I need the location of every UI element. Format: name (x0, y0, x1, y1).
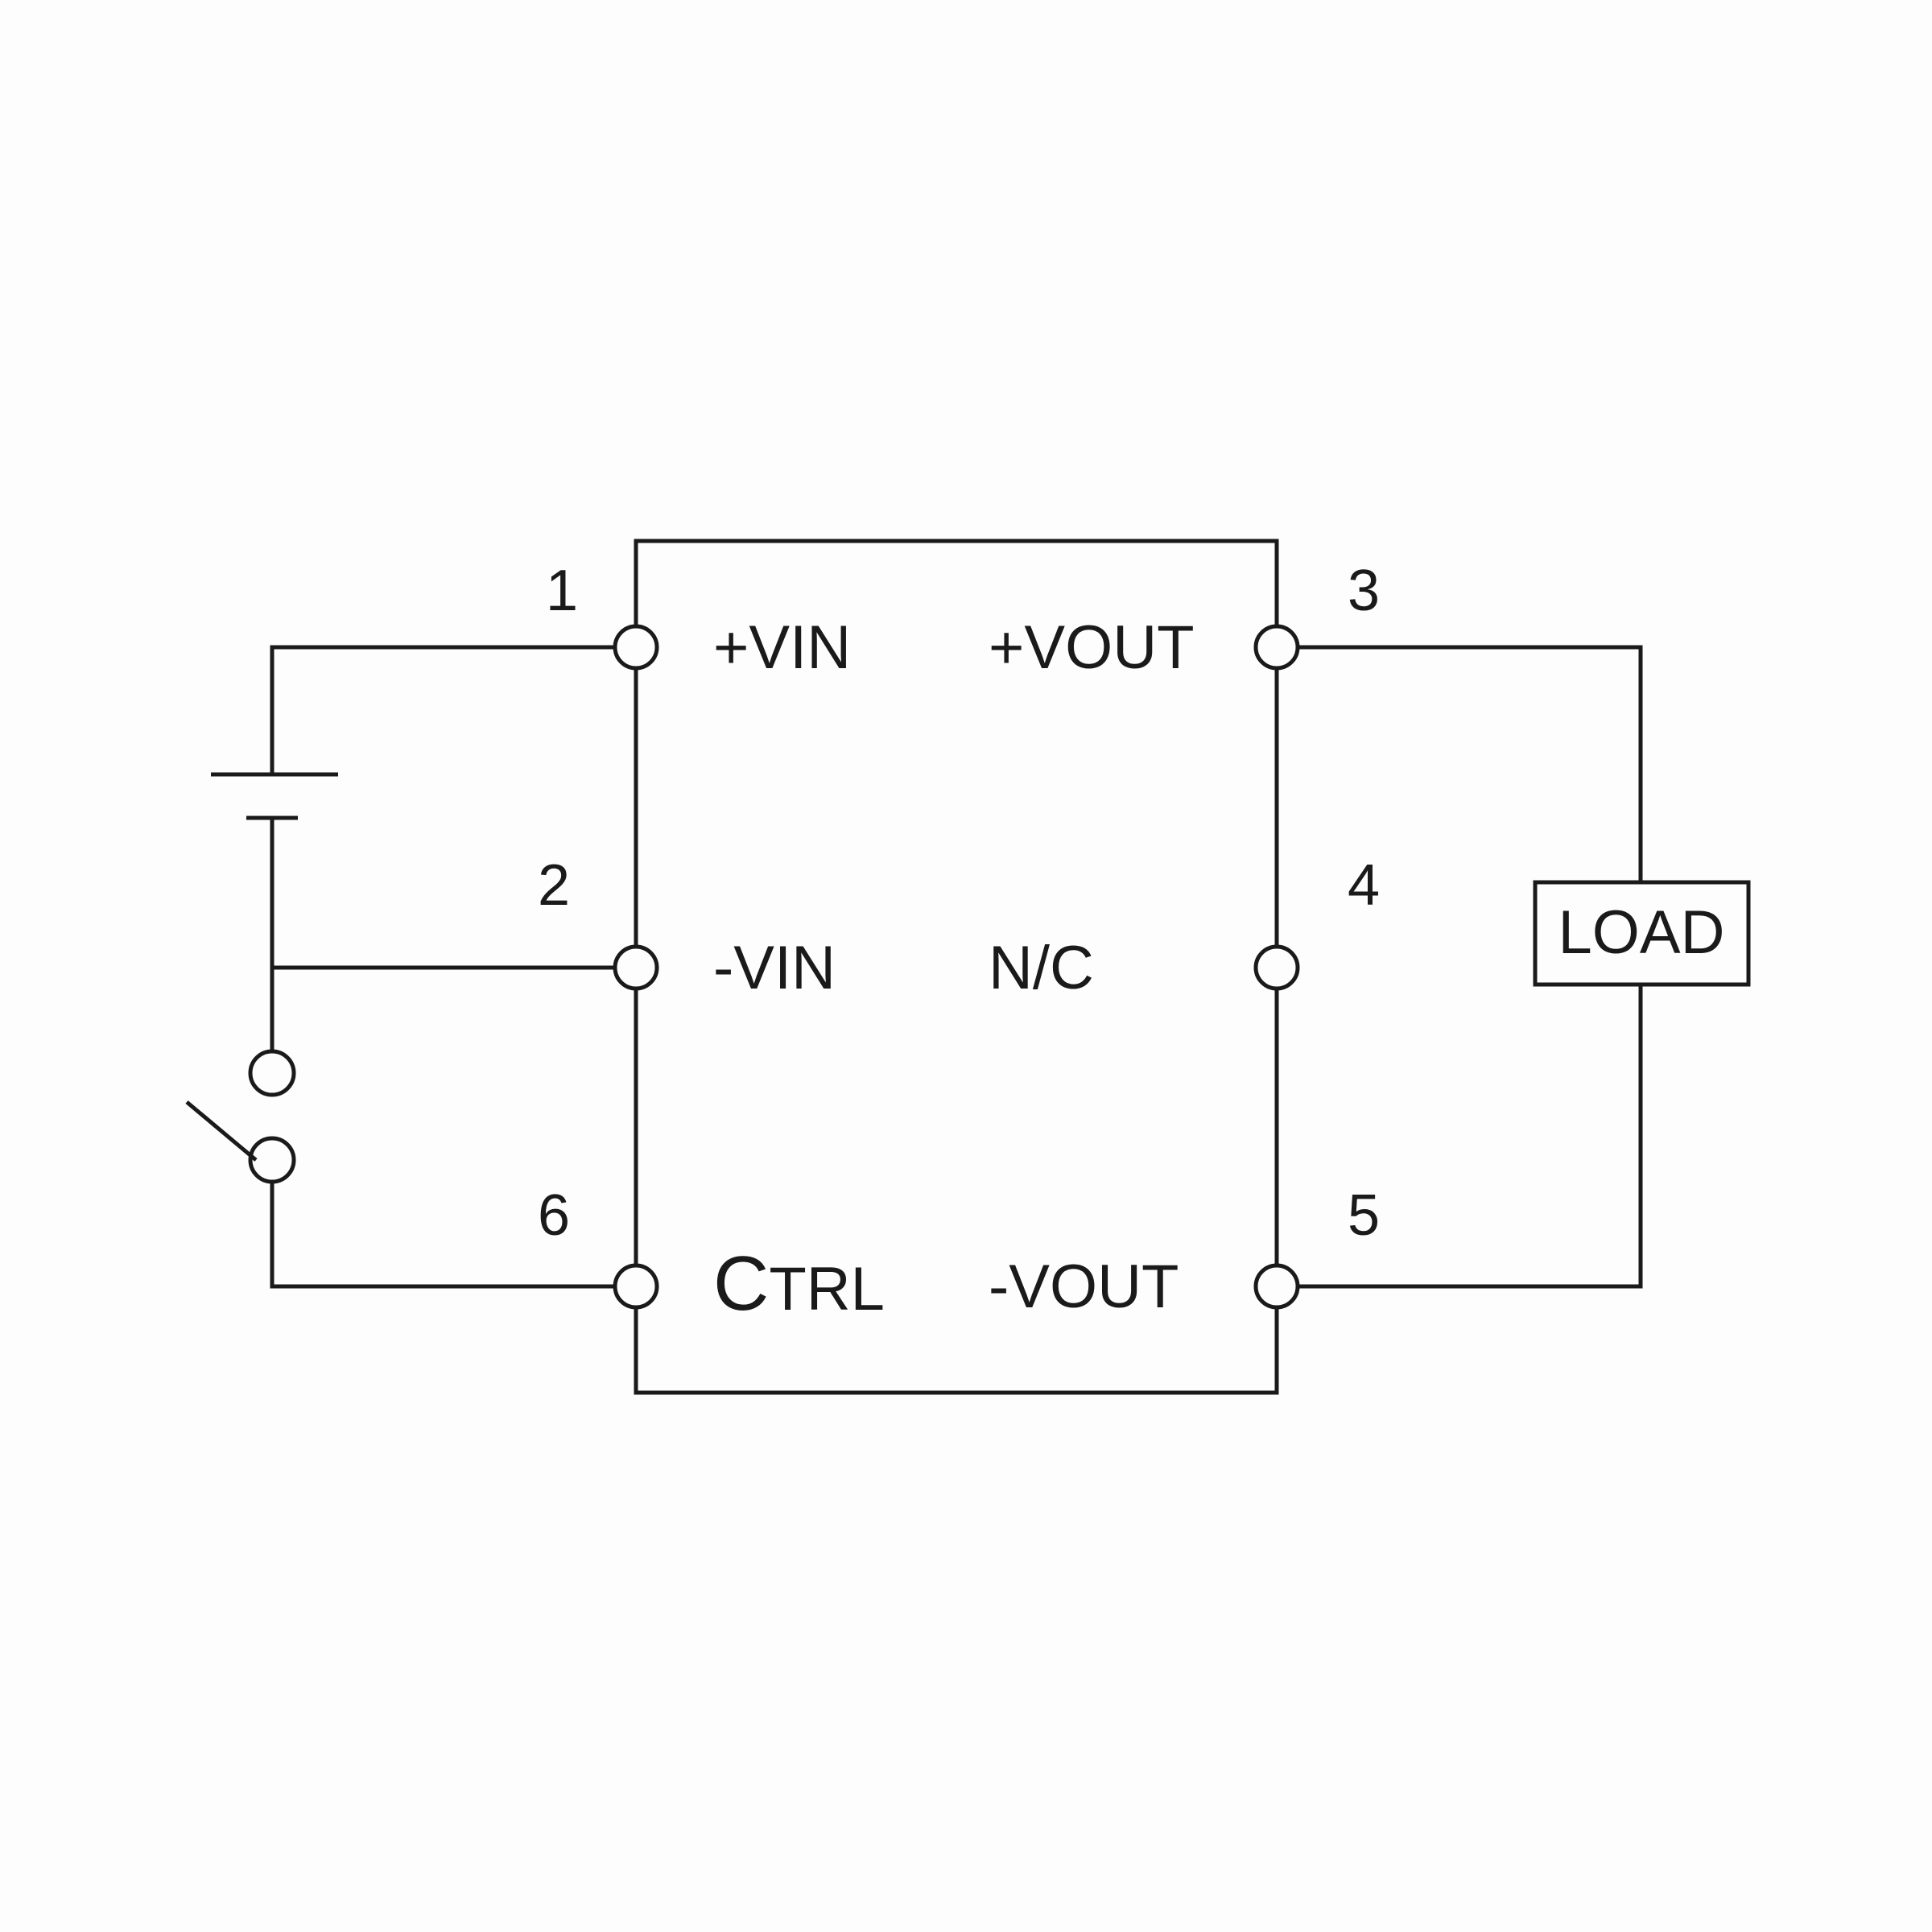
pin-6-label: CTRL (713, 1241, 885, 1327)
pin-6-label-initial: C (713, 1241, 769, 1327)
wire-ctrl (270, 1182, 618, 1289)
pin-2-terminal (613, 944, 659, 991)
pin-3-terminal (1253, 624, 1300, 671)
pin-4-number: 4 (1348, 853, 1380, 918)
pin-5-number: 5 (1348, 1183, 1380, 1248)
wire-vout-negative (1298, 985, 1643, 1289)
pin-1-number: 1 (546, 559, 578, 623)
pin-3-label: +VOUT (989, 613, 1195, 682)
switch-bottom-contact (248, 1136, 296, 1184)
pin-5-label: -VOUT (989, 1253, 1179, 1321)
pin-6-terminal (613, 1263, 659, 1310)
pin-6-label-rest: TRL (769, 1255, 885, 1323)
pin-3-number: 3 (1348, 559, 1380, 623)
switch-lever (185, 1100, 258, 1162)
pin-4-terminal (1253, 944, 1300, 991)
wire-vout-positive (1298, 645, 1643, 882)
load-label: LOAD (1558, 898, 1725, 967)
pin-2-number: 2 (538, 853, 570, 918)
pin-2-label: -VIN (713, 934, 836, 1002)
pin-1-terminal (613, 624, 659, 671)
pin-6-number: 6 (538, 1183, 570, 1248)
wire-vin-positive (270, 645, 618, 774)
pin-5-terminal (1253, 1263, 1300, 1310)
switch-top-contact (248, 1049, 296, 1097)
pin-1-label: +VIN (713, 613, 851, 682)
pin-4-label: N/C (989, 934, 1094, 1002)
